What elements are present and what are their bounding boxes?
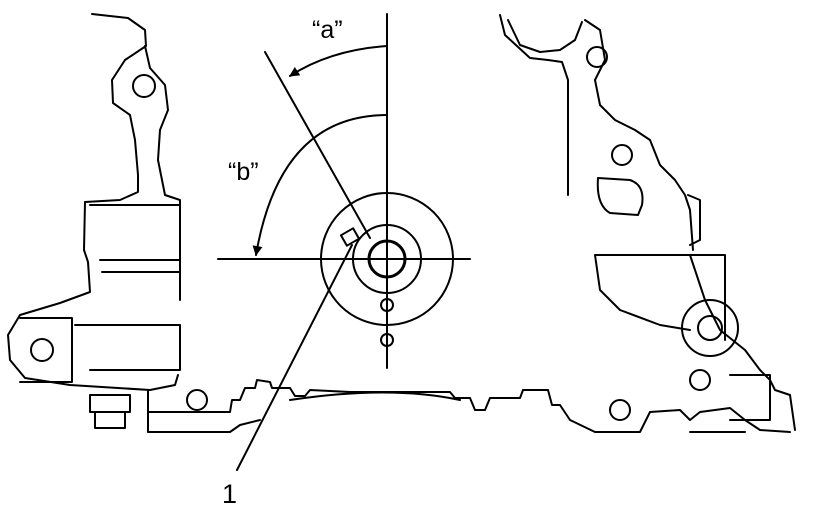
right-housing-slot — [596, 177, 644, 216]
right-housing-mid-hole — [611, 144, 633, 166]
angle-b-arc — [252, 114, 388, 256]
bottom-flange-lower — [147, 419, 746, 433]
bottom-right-hole — [609, 399, 631, 421]
angle-b-label: “b” — [228, 158, 259, 186]
angle-a-arc — [289, 45, 388, 77]
left-housing-upper-hole — [132, 74, 156, 98]
oil-pan-curve — [289, 391, 461, 401]
bottom-flange — [147, 379, 791, 433]
left-bracket-hole — [30, 338, 54, 362]
timing-key — [339, 227, 361, 247]
right-lower-boss-hole — [697, 315, 723, 341]
left-housing-outline — [7, 13, 179, 391]
right-lower-structure — [594, 254, 796, 431]
right-housing-upper-hole — [586, 46, 608, 68]
angle-a-label: “a” — [312, 16, 343, 44]
left-housing-inner-edge — [144, 45, 181, 261]
right-lower-rib — [687, 194, 771, 421]
bottom-left-hole — [186, 389, 208, 411]
right-housing-outer — [584, 19, 694, 251]
right-housing-outline — [499, 14, 583, 196]
right-lower-small-hole — [689, 369, 711, 391]
left-bracket-plate — [19, 317, 73, 383]
angled-reference-line — [264, 51, 371, 239]
part-1-label: 1 — [222, 479, 237, 509]
right-lower-boss — [681, 299, 739, 357]
left-bracket-body — [74, 204, 181, 371]
part-1-leader-line — [236, 244, 353, 471]
bottom-left-bolt — [89, 389, 149, 433]
